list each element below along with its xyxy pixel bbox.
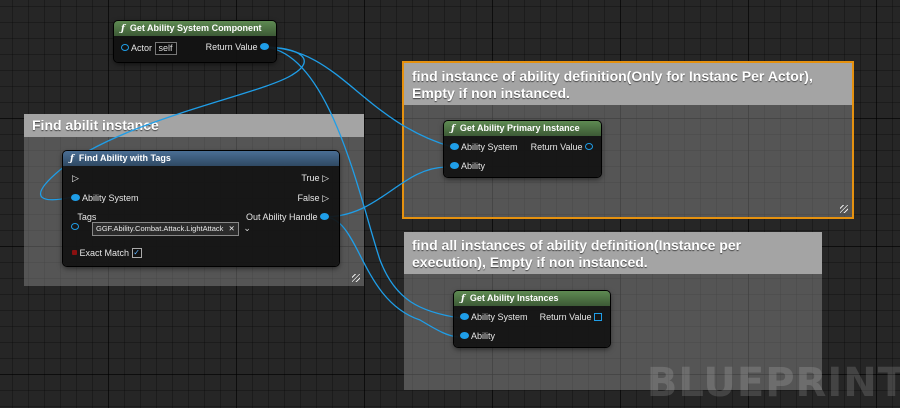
- ability-system-pin-icon[interactable]: [460, 313, 469, 321]
- tag-value: GGF.Ability.Combat.Attack.LightAttack: [96, 224, 224, 233]
- actor-input[interactable]: self: [154, 42, 177, 55]
- node-header[interactable]: ƒ Get Ability Instances: [454, 291, 610, 306]
- node-find-ability-with-tags[interactable]: ƒ Find Ability with Tags ▷ True ▷ Ability…: [63, 151, 339, 266]
- function-icon: ƒ: [70, 154, 74, 164]
- false-exec-row[interactable]: False ▷: [298, 193, 329, 204]
- node-title: Get Ability Primary Instance: [459, 123, 580, 133]
- node-header[interactable]: ƒ Get Ability Primary Instance: [444, 121, 601, 136]
- comment-title[interactable]: Find abilit instance: [24, 114, 364, 137]
- comment-title[interactable]: find all instances of ability definition…: [404, 232, 822, 274]
- return-value-pin-icon[interactable]: [260, 43, 269, 51]
- out-ability-handle-pin-row[interactable]: Out Ability Handle: [246, 212, 329, 222]
- ability-system-pin-row[interactable]: Ability System: [71, 193, 139, 203]
- ability-pin-row[interactable]: Ability: [460, 331, 495, 341]
- chevron-down-icon[interactable]: ⌄: [243, 223, 251, 233]
- node-get-ability-primary-instance[interactable]: ƒ Get Ability Primary Instance Ability Sy…: [444, 121, 601, 177]
- remove-tag-icon[interactable]: ✕: [228, 224, 235, 233]
- false-exec-pin-icon[interactable]: ▷: [322, 193, 329, 203]
- function-icon: ƒ: [121, 24, 125, 34]
- true-exec-pin-icon[interactable]: ▷: [322, 173, 329, 183]
- false-label: False: [297, 193, 320, 203]
- resize-handle-icon[interactable]: [352, 274, 360, 282]
- actor-pin-row[interactable]: Actor self: [121, 42, 177, 55]
- tag-chip[interactable]: GGF.Ability.Combat.Attack.LightAttack ✕: [92, 222, 239, 236]
- out-ability-handle-pin-icon[interactable]: [320, 213, 329, 221]
- exact-match-pin-icon[interactable]: [72, 250, 77, 256]
- comment-title[interactable]: find instance of ability definition(Only…: [404, 63, 852, 105]
- node-get-ability-system-component[interactable]: ƒ Get Ability System Component Actor self…: [114, 21, 276, 62]
- true-label: True: [301, 173, 320, 183]
- node-header[interactable]: ƒ Find Ability with Tags: [63, 151, 339, 166]
- tags-label: Tags: [77, 212, 97, 222]
- return-value-label: Return Value: [205, 42, 258, 52]
- function-icon: ƒ: [461, 294, 465, 304]
- return-value-label: Return Value: [530, 142, 583, 152]
- exact-match-pin-row[interactable]: Exact Match ✓: [72, 247, 142, 259]
- resize-handle-icon[interactable]: [840, 205, 848, 213]
- ability-system-label: Ability System: [82, 193, 139, 203]
- return-value-pin-icon[interactable]: [585, 143, 593, 151]
- exact-match-label: Exact Match: [79, 248, 130, 258]
- ability-label: Ability: [461, 161, 486, 171]
- actor-label: Actor: [131, 43, 153, 53]
- tags-pin-row[interactable]: Tags: [71, 212, 100, 231]
- ability-system-pin-icon[interactable]: [71, 194, 80, 202]
- node-title: Get Ability Instances: [469, 293, 559, 303]
- ability-system-pin-row[interactable]: Ability System: [450, 142, 518, 152]
- ability-pin-icon[interactable]: [460, 332, 469, 340]
- ability-system-label: Ability System: [471, 312, 528, 322]
- tags-pin-icon[interactable]: [71, 223, 79, 231]
- array-pin-icon[interactable]: [594, 312, 602, 321]
- function-icon: ƒ: [451, 124, 455, 134]
- node-get-ability-instances[interactable]: ƒ Get Ability Instances Ability System Re…: [454, 291, 610, 347]
- exact-match-checkbox[interactable]: ✓: [131, 247, 142, 258]
- ability-pin-icon[interactable]: [450, 162, 459, 170]
- ability-pin-row[interactable]: Ability: [450, 161, 485, 171]
- comment-primary-instance[interactable]: find instance of ability definition(Only…: [402, 61, 854, 219]
- node-title: Find Ability with Tags: [78, 153, 171, 163]
- out-ability-handle-label: Out Ability Handle: [245, 212, 318, 222]
- true-exec-row[interactable]: True ▷: [301, 173, 329, 184]
- tag-value-row[interactable]: GGF.Ability.Combat.Attack.LightAttack ✕ …: [92, 222, 251, 236]
- return-value-pin-row[interactable]: Return Value: [540, 312, 602, 322]
- return-value-label: Return Value: [539, 312, 592, 322]
- ability-system-pin-icon[interactable]: [450, 143, 459, 151]
- actor-pin-icon[interactable]: [121, 44, 129, 52]
- blueprint-watermark: BLUEPRINT: [646, 360, 900, 406]
- node-header[interactable]: ƒ Get Ability System Component: [114, 21, 276, 36]
- exec-in-pin-icon[interactable]: ▷: [72, 173, 79, 183]
- ability-label: Ability: [471, 331, 496, 341]
- return-value-pin-row[interactable]: Return Value: [531, 142, 593, 152]
- ability-system-pin-row[interactable]: Ability System: [460, 312, 528, 322]
- return-value-pin-row[interactable]: Return Value: [206, 42, 269, 52]
- ability-system-label: Ability System: [461, 142, 518, 152]
- node-title: Get Ability System Component: [129, 23, 262, 33]
